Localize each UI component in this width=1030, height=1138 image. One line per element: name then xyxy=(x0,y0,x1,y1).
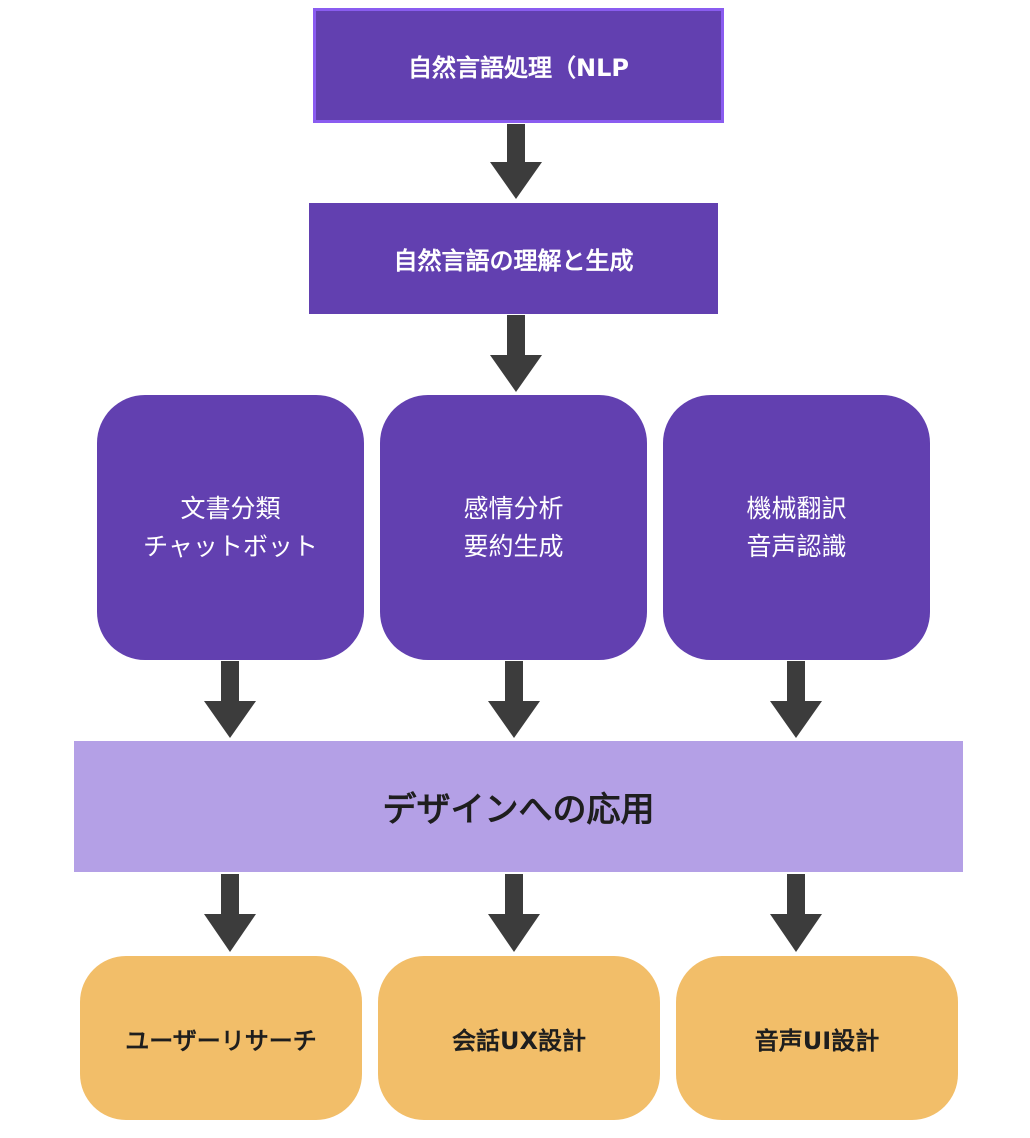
design-application-label: デザインへの応用 xyxy=(382,790,655,830)
nlp-node-label: 自然言語処理（NLP xyxy=(408,54,629,82)
arrow-feature-3-to-design xyxy=(770,661,822,738)
understanding-generation-node: 自然言語の理解と生成 xyxy=(309,203,718,314)
application-label: 会話UX設計 xyxy=(452,1026,586,1055)
understanding-generation-label: 自然言語の理解と生成 xyxy=(393,247,634,275)
application-node-user-research: ユーザーリサーチ xyxy=(80,956,362,1120)
feature-node-sentiment: 感情分析 要約生成 xyxy=(380,395,647,660)
nlp-node: 自然言語処理（NLP xyxy=(313,8,724,123)
arrow-design-to-app-1 xyxy=(204,874,256,952)
feature-node-translation: 機械翻訳 音声認識 xyxy=(663,395,930,660)
feature-label-line1: 文書分類 xyxy=(180,493,281,523)
arrow-design-to-app-3 xyxy=(770,874,822,952)
arrow-second-to-features xyxy=(490,315,542,392)
design-application-node: デザインへの応用 xyxy=(74,741,963,872)
application-node-voice-ui: 音声UI設計 xyxy=(676,956,958,1120)
arrow-feature-1-to-design xyxy=(204,661,256,738)
feature-label-line1: 感情分析 xyxy=(463,493,564,523)
arrow-design-to-app-2 xyxy=(488,874,540,952)
arrow-top-to-second xyxy=(490,124,542,199)
feature-label-line2: 要約生成 xyxy=(463,531,564,561)
application-label: 音声UI設計 xyxy=(754,1026,880,1055)
feature-node-classification: 文書分類 チャットボット xyxy=(97,395,364,660)
feature-label-line2: チャットボット xyxy=(143,531,318,561)
feature-label-line1: 機械翻訳 xyxy=(746,493,847,523)
feature-label-line2: 音声認識 xyxy=(746,531,847,561)
application-label: ユーザーリサーチ xyxy=(125,1026,317,1055)
arrow-feature-2-to-design xyxy=(488,661,540,738)
application-node-conversational-ux: 会話UX設計 xyxy=(378,956,660,1120)
